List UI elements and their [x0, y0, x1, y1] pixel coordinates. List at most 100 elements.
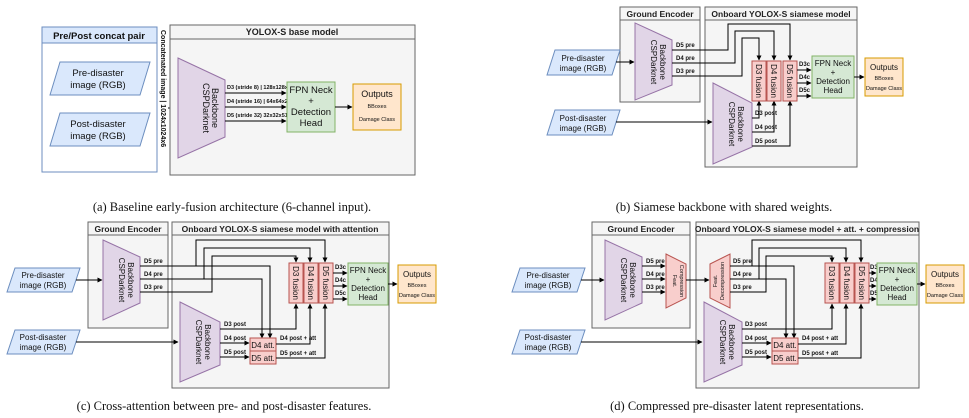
yolox-base-header [169, 24, 416, 40]
c-pre-d4-line [140, 247, 313, 280]
neck-d-l4: Head [887, 293, 906, 302]
c-d5-post-att: D5 post + att [280, 351, 316, 357]
d-d5-fusion [854, 262, 870, 304]
c-post-d3-line [220, 303, 299, 330]
outputs-b [864, 57, 904, 97]
onboard-c-header [171, 221, 390, 236]
d-pre-d5-to-att [752, 265, 797, 339]
c-d4-att-label: D4 att. [251, 341, 275, 350]
d-pre-d4-line [730, 247, 849, 280]
d-d4-fusion [839, 262, 855, 304]
onboard-backbone-c-l2: Backbone [203, 324, 212, 360]
ground-encoder-d-title: Ground Encoder [607, 224, 675, 234]
post-disaster-input-c [6, 329, 81, 355]
d-d4c: D4c [870, 278, 882, 284]
outputs-b-title: Outputs [870, 63, 898, 72]
d-d5-post-att: D5 post + att [802, 351, 838, 357]
onboard-backbone-c-l1: CSPDarknet [194, 320, 203, 365]
ground-backbone-b-l2: Backbone [658, 44, 667, 80]
pre-c-l2: image (RGB) [20, 281, 67, 290]
ground-encoder-b-title: Ground Encoder [626, 9, 694, 19]
post-d-l2: image (RGB) [525, 343, 572, 352]
neck-d-l2: + [895, 275, 900, 284]
c-pre-d4: D4 pre [144, 272, 163, 278]
d-post-d4: D4 post [745, 336, 767, 342]
ground-backbone-d [604, 239, 643, 321]
outputs-c [397, 264, 437, 304]
post-c-l2: image (RGB) [20, 343, 67, 352]
fpn-neck-a [286, 81, 336, 133]
onboard-backbone-b [712, 82, 753, 165]
ground-backbone-c [102, 239, 141, 321]
b-d3-fusion-label: D3 fusion [754, 64, 763, 98]
ground-backbone-d-l2: Backbone [628, 262, 637, 298]
b-d5-fusion [782, 60, 798, 102]
outputs-d-title: Outputs [931, 270, 959, 279]
pre-c-l1: Pre-disaster [21, 271, 64, 280]
post-disaster-label-2: image (RGB) [70, 131, 125, 142]
post-disaster-label: Post-disaster [70, 119, 125, 130]
b-pre-d5: D5 pre [676, 43, 695, 49]
neck-a-l2: + [308, 96, 314, 107]
backbone-a-label: CSPDarknet [201, 83, 211, 134]
post-d-l1: Post-disaster [525, 333, 572, 342]
pre-b-l2: image (RGB) [560, 64, 607, 73]
d-pre-d3-line [730, 255, 835, 293]
pre-disaster-label: Pre-disaster [72, 68, 123, 79]
pre-disaster-input [49, 61, 151, 96]
backbone-a [177, 57, 226, 159]
c-post-d3: D3 post [224, 322, 246, 328]
d-d5-fusion-label: D5 fusion [857, 266, 866, 300]
c-pre-d3-line [140, 255, 299, 293]
b-pre-d3-line [672, 37, 762, 77]
b-post-d4: D4 post [755, 125, 777, 131]
b-post-d5-line [752, 100, 793, 147]
d-d4-att-label: D4 att. [773, 341, 797, 350]
c-post-d5: D5 post [224, 350, 246, 356]
outputs-a [352, 83, 402, 131]
fpn-neck-d [876, 262, 918, 306]
b-d3c: D3c [799, 62, 811, 68]
d-d3-fusion [824, 262, 840, 304]
c-d5-fusion [318, 262, 334, 304]
c-d5-att-line [276, 303, 328, 359]
b-d4-fusion-label: D4 fusion [769, 64, 778, 98]
onboard-backbone-b-l2: Backbone [736, 106, 745, 142]
d3-label: D3 (stride 8) | 128x128x128 [227, 85, 297, 91]
neck-b-l1: FPN Neck [815, 59, 852, 68]
c-d4-fusion-label: D4 fusion [306, 266, 315, 300]
b-pre-d4-line [672, 30, 777, 64]
b-pre-d5-line [672, 23, 793, 61]
d-pre-d5-line [730, 239, 864, 267]
outputs-a-l1: BBoxes [368, 104, 387, 110]
d-pre-d5: D5 pre [733, 259, 752, 265]
c-d5-att-label: D5 att. [251, 354, 275, 363]
d-d4-post-att: D4 post + att [802, 336, 838, 342]
ground-encoder-c-header [87, 221, 169, 236]
yolox-base-title: YOLOX-S base model [246, 27, 339, 37]
outputs-b-l2: Damage Class [866, 86, 902, 92]
outputs-b-l1: BBoxes [875, 76, 894, 82]
d-d5c: D5c [870, 291, 882, 297]
onboard-backbone-d [703, 301, 743, 383]
onboard-d-header [695, 221, 920, 236]
neck-c-l3: Detection [351, 284, 385, 293]
b-d4-fusion [766, 60, 782, 102]
decompression-l2: Decompression [720, 262, 726, 300]
b-d5c: D5c [799, 88, 811, 94]
post-c-l1: Post-disaster [20, 333, 67, 342]
ground-encoder-d-header [591, 221, 691, 236]
b-post-d5: D5 post [755, 139, 777, 145]
c-d3-fusion [288, 262, 304, 304]
b-pre-d3: D3 pre [676, 69, 695, 75]
neck-c-l2: + [366, 275, 371, 284]
c-pre-d5-line [140, 239, 328, 267]
post-disaster-input-b [546, 109, 621, 136]
c-d5c: D5c [335, 291, 347, 297]
onboard-backbone-c [179, 301, 221, 383]
c-d4-post-att: D4 post + att [280, 336, 316, 342]
ground-backbone-b [634, 22, 673, 101]
ground-backbone-b-l1: CSPDarknet [649, 40, 658, 85]
ground-backbone-c-l1: CSPDarknet [117, 258, 126, 303]
